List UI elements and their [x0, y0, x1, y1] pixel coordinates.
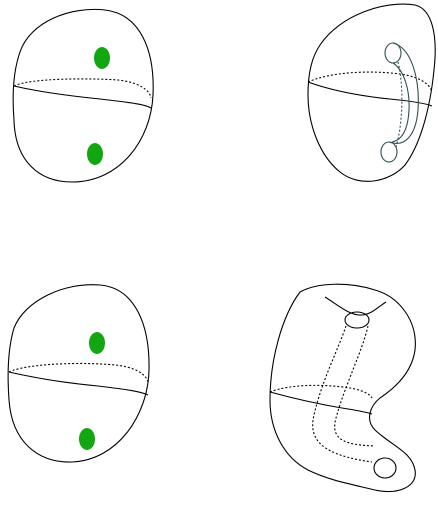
- handle-tube-outer: [389, 43, 418, 143]
- tube-left-dashed: [313, 326, 372, 462]
- handle-bottom-opening: [381, 142, 397, 162]
- sphere-outline: [8, 285, 149, 462]
- panel-sphere-two-disks-bottom: [8, 285, 149, 462]
- equator-back-dashed: [9, 363, 148, 382]
- panel-surface-with-tube: [270, 284, 415, 491]
- green-disk-upper: [89, 332, 105, 354]
- equator-front-solid: [270, 392, 372, 414]
- tube-right-dashed: [335, 326, 375, 446]
- tube-bottom-opening: [374, 458, 396, 478]
- panel-sphere-two-disks-top: [13, 9, 153, 182]
- green-disk-lower: [79, 428, 95, 450]
- equator-front-solid: [9, 372, 148, 395]
- green-disk-upper: [94, 47, 110, 69]
- equator-front-solid: [308, 82, 432, 106]
- sphere-outline: [308, 4, 435, 181]
- equator-front-solid: [14, 86, 151, 108]
- surface-outline: [270, 284, 415, 491]
- sphere-outline: [13, 9, 153, 182]
- green-disk-lower: [87, 143, 103, 165]
- equator-back-dashed: [14, 79, 151, 98]
- panel-sphere-with-handle: [308, 4, 435, 181]
- equator-back-dashed: [308, 72, 432, 92]
- handle-tube-back-dashed: [396, 62, 402, 147]
